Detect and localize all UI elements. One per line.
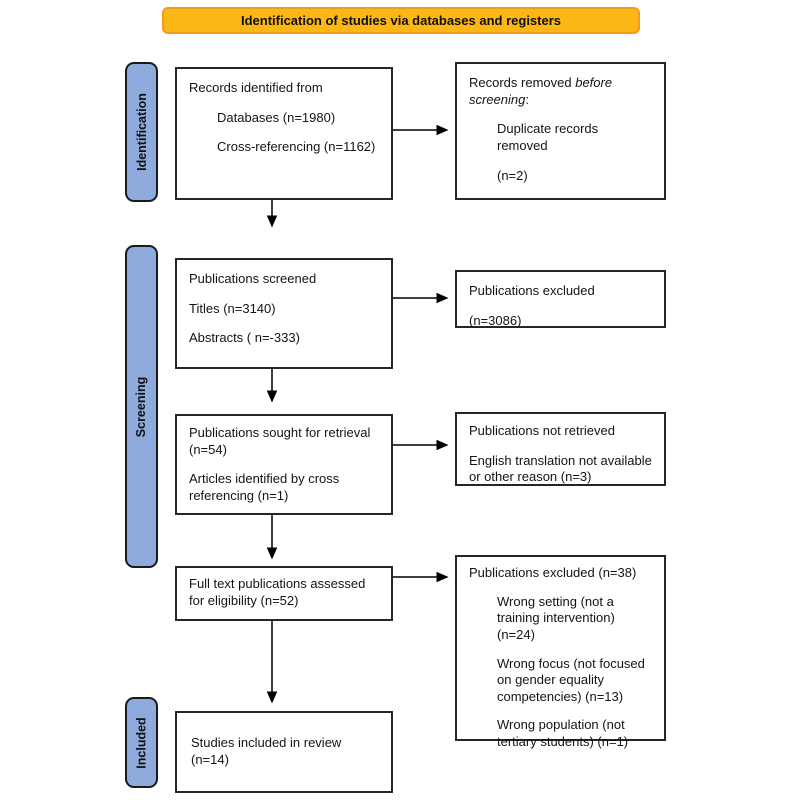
stage-bar-screening: Screening [125, 245, 158, 568]
records-removed-heading-pre: Records removed [469, 75, 576, 90]
stage-label-screening: Screening [134, 376, 149, 437]
stage-bar-identification: Identification [125, 62, 158, 202]
publications-not-retrieved-heading: Publications not retrieved [469, 423, 615, 438]
stage-bar-included: Included [125, 697, 158, 788]
records-identified-databases: Databases (n=1980) [217, 109, 336, 125]
excluded-wrong-focus: Wrong focus (not focused on gender equal… [497, 655, 645, 704]
publications-excluded-fulltext-heading: Publications excluded (n=38) [469, 565, 637, 580]
box-studies-included: Studies included in review (n=14) [175, 711, 393, 793]
publications-sought-heading: Publications sought for retrieval (n=54) [189, 425, 371, 457]
banner-title: Identification of studies via databases … [162, 7, 640, 34]
banner-title-label: Identification of studies via databases … [240, 13, 562, 28]
box-publications-screened: Publications screened Titles (n=3140) Ab… [175, 258, 393, 369]
box-fulltext-assessed: Full text publications assessed for elig… [175, 566, 393, 621]
publications-excluded-screening-count: (n=3086) [469, 312, 522, 328]
stage-label-included: Included [134, 716, 149, 769]
stage-label-identification: Identification [134, 93, 149, 171]
publications-screened-titles: Titles (n=3140) [189, 300, 276, 316]
records-identified-heading: Records identified from [189, 80, 323, 95]
publications-screened-abstracts: Abstracts ( n=-333) [189, 330, 300, 346]
publications-not-retrieved-reason: English translation not available or oth… [469, 452, 652, 485]
publications-screened-heading: Publications screened [189, 271, 317, 286]
excluded-wrong-population: Wrong population (not tertiary students)… [497, 717, 629, 749]
box-publications-excluded-fulltext: Publications excluded (n=38) Wrong setti… [455, 555, 666, 749]
box-publications-sought: Publications sought for retrieval (n=54)… [175, 414, 393, 515]
records-removed-heading-italic: before screening [469, 75, 613, 107]
box-publications-excluded-screening: Publications excluded (n=3086) [455, 270, 666, 328]
publications-excluded-screening-heading: Publications excluded [469, 283, 595, 298]
records-removed-duplicates: Duplicate records removed [497, 121, 599, 153]
records-removed-heading-post: : [525, 91, 529, 107]
publications-sought-crossref: Articles identified by cross referencing… [189, 471, 340, 503]
records-identified-crossref: Cross-referencing (n=1162) [217, 139, 376, 155]
box-records-removed: Records removed before screening: Duplic… [455, 62, 666, 200]
box-publications-not-retrieved: Publications not retrieved English trans… [455, 412, 666, 486]
box-records-identified: Records identified from Databases (n=198… [175, 67, 393, 200]
fulltext-assessed-text: Full text publications assessed for elig… [189, 576, 366, 608]
excluded-wrong-setting: Wrong setting (not a training interventi… [497, 593, 615, 642]
records-removed-heading: Records removed before screening: [469, 75, 652, 108]
records-removed-count: (n=2) [497, 167, 528, 183]
studies-included-text: Studies included in review (n=14) [191, 735, 342, 767]
